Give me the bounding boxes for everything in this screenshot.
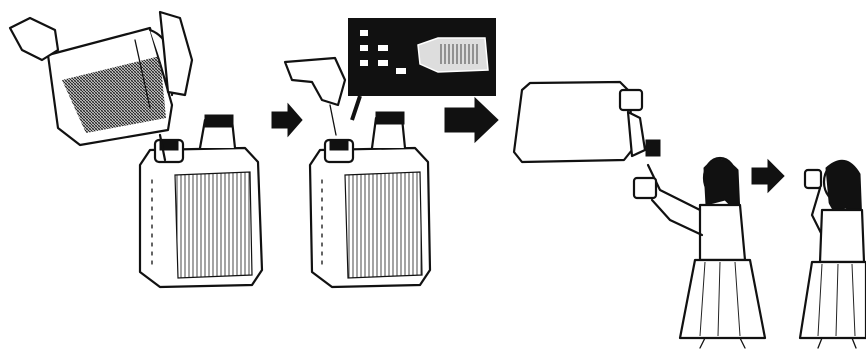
step-dispense-water bbox=[514, 82, 765, 348]
jerrycan-1 bbox=[140, 115, 262, 287]
left-hand bbox=[10, 18, 58, 60]
step-fill-container bbox=[10, 12, 262, 287]
arrow-2 bbox=[445, 98, 498, 142]
girl-1 bbox=[634, 158, 765, 348]
arrow-3 bbox=[752, 160, 784, 192]
step-add-chlorine bbox=[285, 18, 496, 287]
dropping-hand bbox=[285, 58, 345, 105]
tipped-jerrycan bbox=[514, 82, 632, 162]
chlorine-bottle-callout bbox=[348, 18, 496, 120]
arrow-1 bbox=[272, 104, 302, 136]
girl-2 bbox=[800, 160, 866, 348]
step-drink-water bbox=[800, 160, 866, 348]
jerrycan-2 bbox=[310, 112, 430, 287]
measuring-pitcher bbox=[48, 28, 173, 160]
